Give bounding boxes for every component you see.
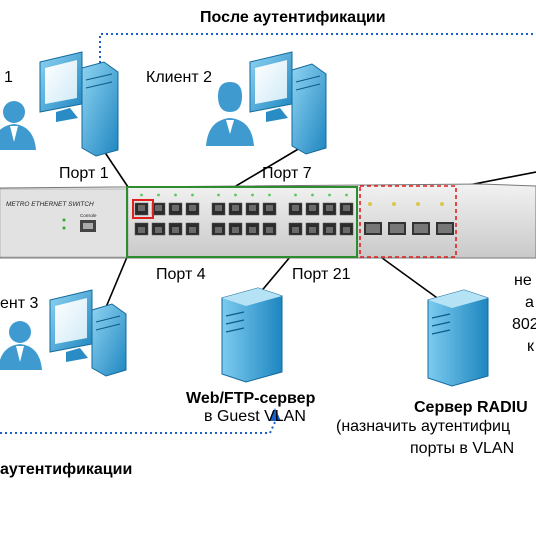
rj45-port-slot (292, 227, 299, 233)
right-note-line3: 802 (512, 316, 536, 333)
arrow-up-icon (269, 408, 281, 421)
title-bottom-auth: аутентификации (0, 461, 132, 478)
port-led (311, 193, 314, 197)
right-note-line1: не (514, 272, 532, 289)
rj45-port-slot (343, 227, 350, 233)
client1-label: 1 (4, 69, 13, 86)
rj45-port-slot (172, 205, 179, 211)
client3-computer (49, 289, 127, 377)
rj45-port-slot (309, 227, 316, 233)
rj45-port-slot (309, 205, 316, 211)
web-server-name: Web/FTP-сервер (186, 390, 316, 407)
rj45-port-slot (266, 227, 273, 233)
port1-label: Порт 1 (59, 165, 109, 182)
client1-computer (39, 51, 119, 157)
rj45-port-slot (343, 205, 350, 211)
client3-label: ент 3 (0, 295, 39, 312)
port-led (251, 193, 254, 197)
red-port-box (132, 199, 154, 219)
rj45-port-slot (266, 205, 273, 211)
rj45-port-slot (189, 227, 196, 233)
radius-server-line2: порты в VLAN (410, 440, 514, 457)
port-led (174, 193, 177, 197)
auth-path-bottom (0, 421, 276, 434)
switch-console-label: Console (80, 213, 97, 218)
client2-person-icon (206, 82, 254, 146)
switch-brand: METRO ETHERNET SWITCH (6, 201, 94, 208)
port-led (234, 193, 237, 197)
rj45-port-slot (155, 227, 162, 233)
rj45-port-slot (326, 205, 333, 211)
rj45-port-slot (215, 227, 222, 233)
rj45-port-slot (215, 205, 222, 211)
client3-person-icon (0, 321, 42, 370)
radius-server-name: Сервер RADIU (414, 399, 528, 416)
rj45-port-grid (134, 193, 354, 236)
port-led (191, 193, 194, 197)
port-led (217, 193, 220, 197)
client1-person-icon (0, 101, 36, 150)
web-ftp-server (221, 287, 283, 383)
port-led (328, 193, 331, 197)
rj45-port-slot (232, 205, 239, 211)
port7-label: Порт 7 (262, 165, 312, 182)
port21-label: Порт 21 (292, 266, 351, 283)
title-after-auth: После аутентификации (200, 9, 386, 26)
port-led (157, 193, 160, 197)
rj45-port-slot (155, 205, 162, 211)
rj45-port-slot (172, 227, 179, 233)
port-led (140, 193, 143, 197)
port-led (294, 193, 297, 197)
green-port-box (126, 186, 358, 258)
ethernet-switch: METRO ETHERNET SWITCH Console (0, 183, 536, 259)
rj45-port-slot (189, 205, 196, 211)
client2-label: Клиент 2 (146, 69, 212, 86)
web-server-desc: в Guest VLAN (204, 408, 306, 425)
rj45-port-slot (232, 227, 239, 233)
rj45-port-slot (326, 227, 333, 233)
right-note-line2: а (525, 294, 534, 311)
rj45-port-slot (249, 227, 256, 233)
right-note-line4: к (527, 338, 535, 355)
radius-server (427, 289, 489, 387)
rj45-port-slot (292, 205, 299, 211)
radius-server-line1: (назначить аутентифиц (336, 418, 510, 435)
sfp-ports (364, 202, 454, 235)
port-led (268, 193, 271, 197)
rj45-port-slot (138, 227, 145, 233)
rj45-port-slot (138, 205, 145, 211)
client2-computer (249, 51, 327, 155)
rj45-port-slot (249, 205, 256, 211)
port-led (345, 193, 348, 197)
port4-label: Порт 4 (156, 266, 206, 283)
